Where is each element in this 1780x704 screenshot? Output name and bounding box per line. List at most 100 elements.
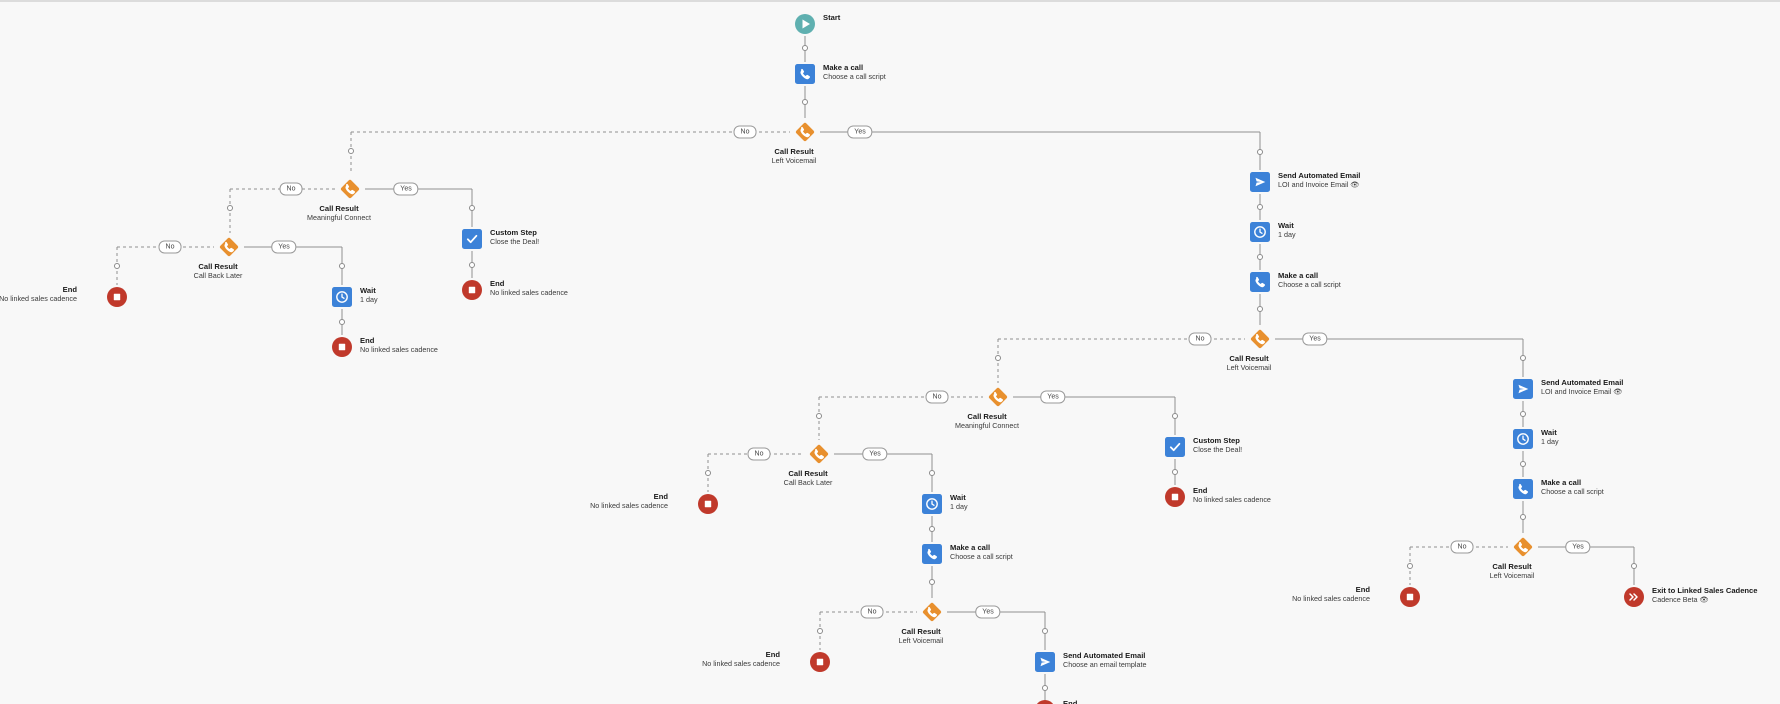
add-step-connector[interactable] (469, 205, 475, 211)
phone-icon[interactable] (1249, 328, 1271, 350)
step-subtitle: Call Back Later (783, 478, 833, 487)
add-step-connector[interactable] (1042, 628, 1048, 634)
clock-icon[interactable] (1512, 428, 1534, 450)
no-branch-pill: No (925, 390, 949, 404)
phone-icon[interactable] (339, 178, 361, 200)
stop-icon[interactable] (1034, 699, 1056, 704)
add-step-connector[interactable] (929, 526, 935, 532)
clock-icon[interactable] (921, 493, 943, 515)
step-title: End (1063, 699, 1078, 704)
add-step-connector[interactable] (114, 263, 120, 269)
phone-icon[interactable] (987, 386, 1009, 408)
add-step-connector[interactable] (817, 628, 823, 634)
step-title: Call Result (901, 627, 941, 636)
step-subtitle: Left Voicemail (1489, 571, 1535, 580)
yes-branch-pill: Yes (975, 605, 1001, 619)
step-subtitle: Choose a call script (950, 552, 1013, 561)
no-branch-pill: No (733, 125, 757, 139)
stop-icon[interactable] (697, 493, 719, 515)
add-step-connector[interactable] (1257, 204, 1263, 210)
stop-icon[interactable] (106, 286, 128, 308)
stop-icon[interactable] (331, 336, 353, 358)
exit-icon[interactable] (1623, 586, 1645, 608)
clock-icon[interactable] (331, 286, 353, 308)
yes-branch-pill: Yes (1302, 332, 1328, 346)
add-step-connector[interactable] (339, 263, 345, 269)
step-title: End (653, 492, 668, 501)
add-step-connector[interactable] (1631, 563, 1637, 569)
add-step-connector[interactable] (1172, 413, 1178, 419)
phone-icon[interactable] (218, 236, 240, 258)
phone-icon[interactable] (794, 63, 816, 85)
add-step-connector[interactable] (1257, 306, 1263, 312)
step-title: Make a call (1541, 478, 1582, 487)
send-icon[interactable] (1512, 378, 1534, 400)
add-step-connector[interactable] (995, 355, 1001, 361)
send-icon[interactable] (1034, 651, 1056, 673)
add-step-connector[interactable] (1257, 254, 1263, 260)
add-step-connector[interactable] (339, 319, 345, 325)
checkmark-icon[interactable] (461, 228, 483, 250)
step-title: Call Result (1229, 354, 1269, 363)
add-step-connector[interactable] (348, 148, 354, 154)
add-step-connector[interactable] (227, 205, 233, 211)
add-step-connector[interactable] (1407, 563, 1413, 569)
send-icon[interactable] (1249, 171, 1271, 193)
phone-icon[interactable] (1249, 271, 1271, 293)
add-step-connector[interactable] (1520, 461, 1526, 467)
add-step-connector[interactable] (1257, 149, 1263, 155)
step-subtitle: Choose a call script (1541, 487, 1604, 496)
step-subtitle: No linked sales cadence (1292, 594, 1370, 603)
phone-icon[interactable] (1512, 536, 1534, 558)
step-subtitle: No linked sales cadence (702, 659, 780, 668)
phone-icon[interactable] (921, 601, 943, 623)
step-subtitle: No linked sales cadence (1193, 495, 1271, 504)
stop-icon[interactable] (809, 651, 831, 673)
add-step-connector[interactable] (802, 45, 808, 51)
checkmark-icon[interactable] (1164, 436, 1186, 458)
step-subtitle: 1 day (360, 295, 378, 304)
step-title: Wait (1541, 428, 1557, 437)
step-label: Start (823, 13, 840, 22)
no-branch-pill: No (1188, 332, 1212, 346)
add-step-connector[interactable] (1042, 685, 1048, 691)
phone-icon[interactable] (794, 121, 816, 143)
add-step-connector[interactable] (705, 470, 711, 476)
step-subtitle: LOI and Invoice Email 👁 (1278, 180, 1360, 189)
step-title: Custom Step (1193, 436, 1240, 445)
add-step-connector[interactable] (469, 262, 475, 268)
add-step-connector[interactable] (1520, 355, 1526, 361)
stop-icon[interactable] (1399, 586, 1421, 608)
add-step-connector[interactable] (802, 99, 808, 105)
add-step-connector[interactable] (1520, 411, 1526, 417)
phone-icon[interactable] (921, 543, 943, 565)
phone-icon[interactable] (808, 443, 830, 465)
clock-icon[interactable] (1249, 221, 1271, 243)
step-title: Make a call (1278, 271, 1319, 280)
step-subtitle: No linked sales cadence (590, 501, 668, 510)
stop-icon[interactable] (461, 279, 483, 301)
add-step-connector[interactable] (816, 413, 822, 419)
add-step-connector[interactable] (929, 470, 935, 476)
step-title: Call Result (774, 147, 814, 156)
add-step-connector[interactable] (1520, 514, 1526, 520)
add-step-connector[interactable] (929, 579, 935, 585)
step-title: Wait (360, 286, 376, 295)
phone-icon[interactable] (1512, 478, 1534, 500)
step-subtitle: LOI and Invoice Email 👁 (1541, 387, 1623, 396)
play-icon[interactable] (794, 13, 816, 35)
stop-icon[interactable] (1164, 486, 1186, 508)
add-step-connector[interactable] (1172, 469, 1178, 475)
